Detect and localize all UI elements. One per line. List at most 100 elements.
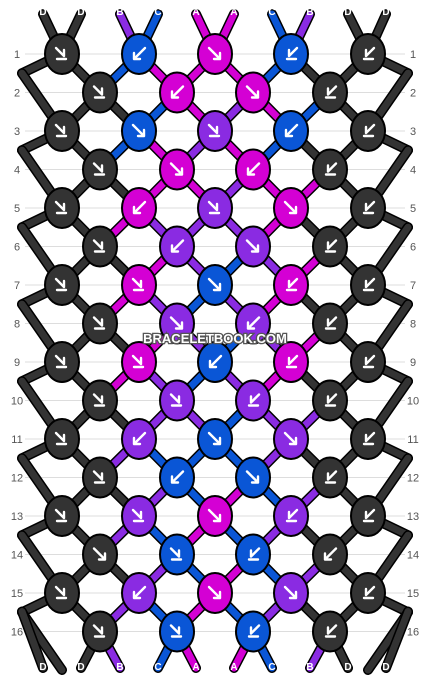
- row-number-right: 6: [410, 242, 416, 254]
- row-number-left: 14: [11, 550, 23, 562]
- bottom-string-label: B: [116, 662, 123, 673]
- knot: [82, 225, 118, 268]
- knot-direction-icon: [362, 354, 376, 369]
- knot: [159, 225, 195, 268]
- knot: [273, 187, 309, 229]
- thread: [382, 608, 412, 672]
- knot: [273, 110, 309, 152]
- knot-direction-icon: [283, 200, 298, 215]
- row-number-right: 5: [410, 203, 416, 215]
- top-string-label: C: [268, 7, 275, 18]
- knot: [273, 264, 309, 306]
- knot: [44, 495, 80, 537]
- knot-direction-icon: [54, 585, 68, 600]
- knot-direction-icon: [92, 547, 107, 561]
- knot: [82, 71, 118, 114]
- knot-direction-icon: [324, 316, 338, 330]
- top-string-label: A: [230, 7, 237, 18]
- knot: [44, 572, 80, 614]
- row-number-right: 11: [407, 434, 418, 446]
- knot: [235, 379, 271, 422]
- knot: [312, 379, 348, 422]
- knot: [273, 572, 309, 614]
- knot-direction-icon: [207, 46, 222, 61]
- knot-direction-icon: [324, 85, 338, 99]
- knot: [82, 456, 118, 499]
- knot: [121, 418, 157, 460]
- thread: [18, 608, 47, 672]
- knot: [312, 71, 348, 114]
- knot-direction-icon: [207, 123, 221, 138]
- knot: [159, 533, 195, 576]
- knot-direction-icon: [207, 508, 222, 523]
- row-number-left: 7: [14, 280, 20, 292]
- knot: [312, 610, 348, 653]
- knot: [82, 610, 118, 653]
- knot-direction-icon: [207, 431, 222, 446]
- knot: [121, 33, 157, 75]
- row-number-right: 9: [410, 357, 416, 369]
- row-number-right: 13: [407, 511, 419, 523]
- knot-direction-icon: [362, 431, 376, 446]
- knot: [273, 495, 309, 537]
- bottom-string-label: C: [268, 662, 275, 673]
- knot-direction-icon: [169, 624, 183, 638]
- knot: [197, 187, 233, 229]
- knot-direction-icon: [245, 85, 260, 99]
- knot: [197, 264, 233, 306]
- top-string-label: A: [192, 7, 199, 18]
- knot: [121, 495, 157, 537]
- knot: [159, 456, 195, 499]
- row-number-left: 16: [11, 627, 23, 639]
- knot-direction-icon: [285, 46, 299, 61]
- knot-direction-icon: [246, 316, 261, 330]
- knot: [159, 71, 195, 114]
- knot: [121, 264, 157, 306]
- knot-direction-icon: [362, 123, 376, 138]
- row-number-right: 7: [410, 280, 416, 292]
- knot-direction-icon: [132, 585, 147, 600]
- knot: [197, 495, 233, 537]
- knot-direction-icon: [323, 547, 338, 561]
- knot: [121, 110, 157, 152]
- knot: [273, 341, 309, 383]
- knot: [44, 110, 80, 152]
- knot-direction-icon: [54, 354, 68, 369]
- bottom-string-label: A: [192, 662, 199, 673]
- row-number-left: 1: [14, 49, 20, 61]
- knot-direction-icon: [54, 508, 68, 523]
- knot: [350, 264, 386, 306]
- row-number-left: 2: [14, 88, 20, 100]
- row-number-left: 11: [11, 434, 22, 446]
- row-number-right: 15: [407, 588, 419, 600]
- knot: [121, 572, 157, 614]
- knot: [197, 110, 233, 152]
- knot: [350, 110, 386, 152]
- knot: [159, 610, 195, 653]
- knot: [350, 341, 386, 383]
- knot-direction-icon: [131, 354, 145, 369]
- knot: [82, 148, 118, 191]
- knot: [235, 610, 271, 653]
- knot: [312, 533, 348, 576]
- row-number-left: 15: [11, 588, 23, 600]
- knot: [159, 148, 195, 191]
- row-number-left: 8: [14, 319, 20, 331]
- row-number-left: 6: [14, 242, 20, 254]
- top-string-label: D: [39, 7, 46, 18]
- knot: [350, 33, 386, 75]
- knot-direction-icon: [132, 200, 147, 215]
- knot: [44, 418, 80, 460]
- knot-direction-icon: [54, 200, 68, 215]
- knot: [350, 418, 386, 460]
- knot: [159, 302, 195, 345]
- knot-direction-icon: [324, 624, 338, 638]
- knot-direction-icon: [92, 316, 106, 330]
- knot: [312, 148, 348, 191]
- row-number-right: 10: [407, 396, 419, 408]
- knot-direction-icon: [362, 200, 376, 215]
- knot-direction-icon: [169, 316, 184, 330]
